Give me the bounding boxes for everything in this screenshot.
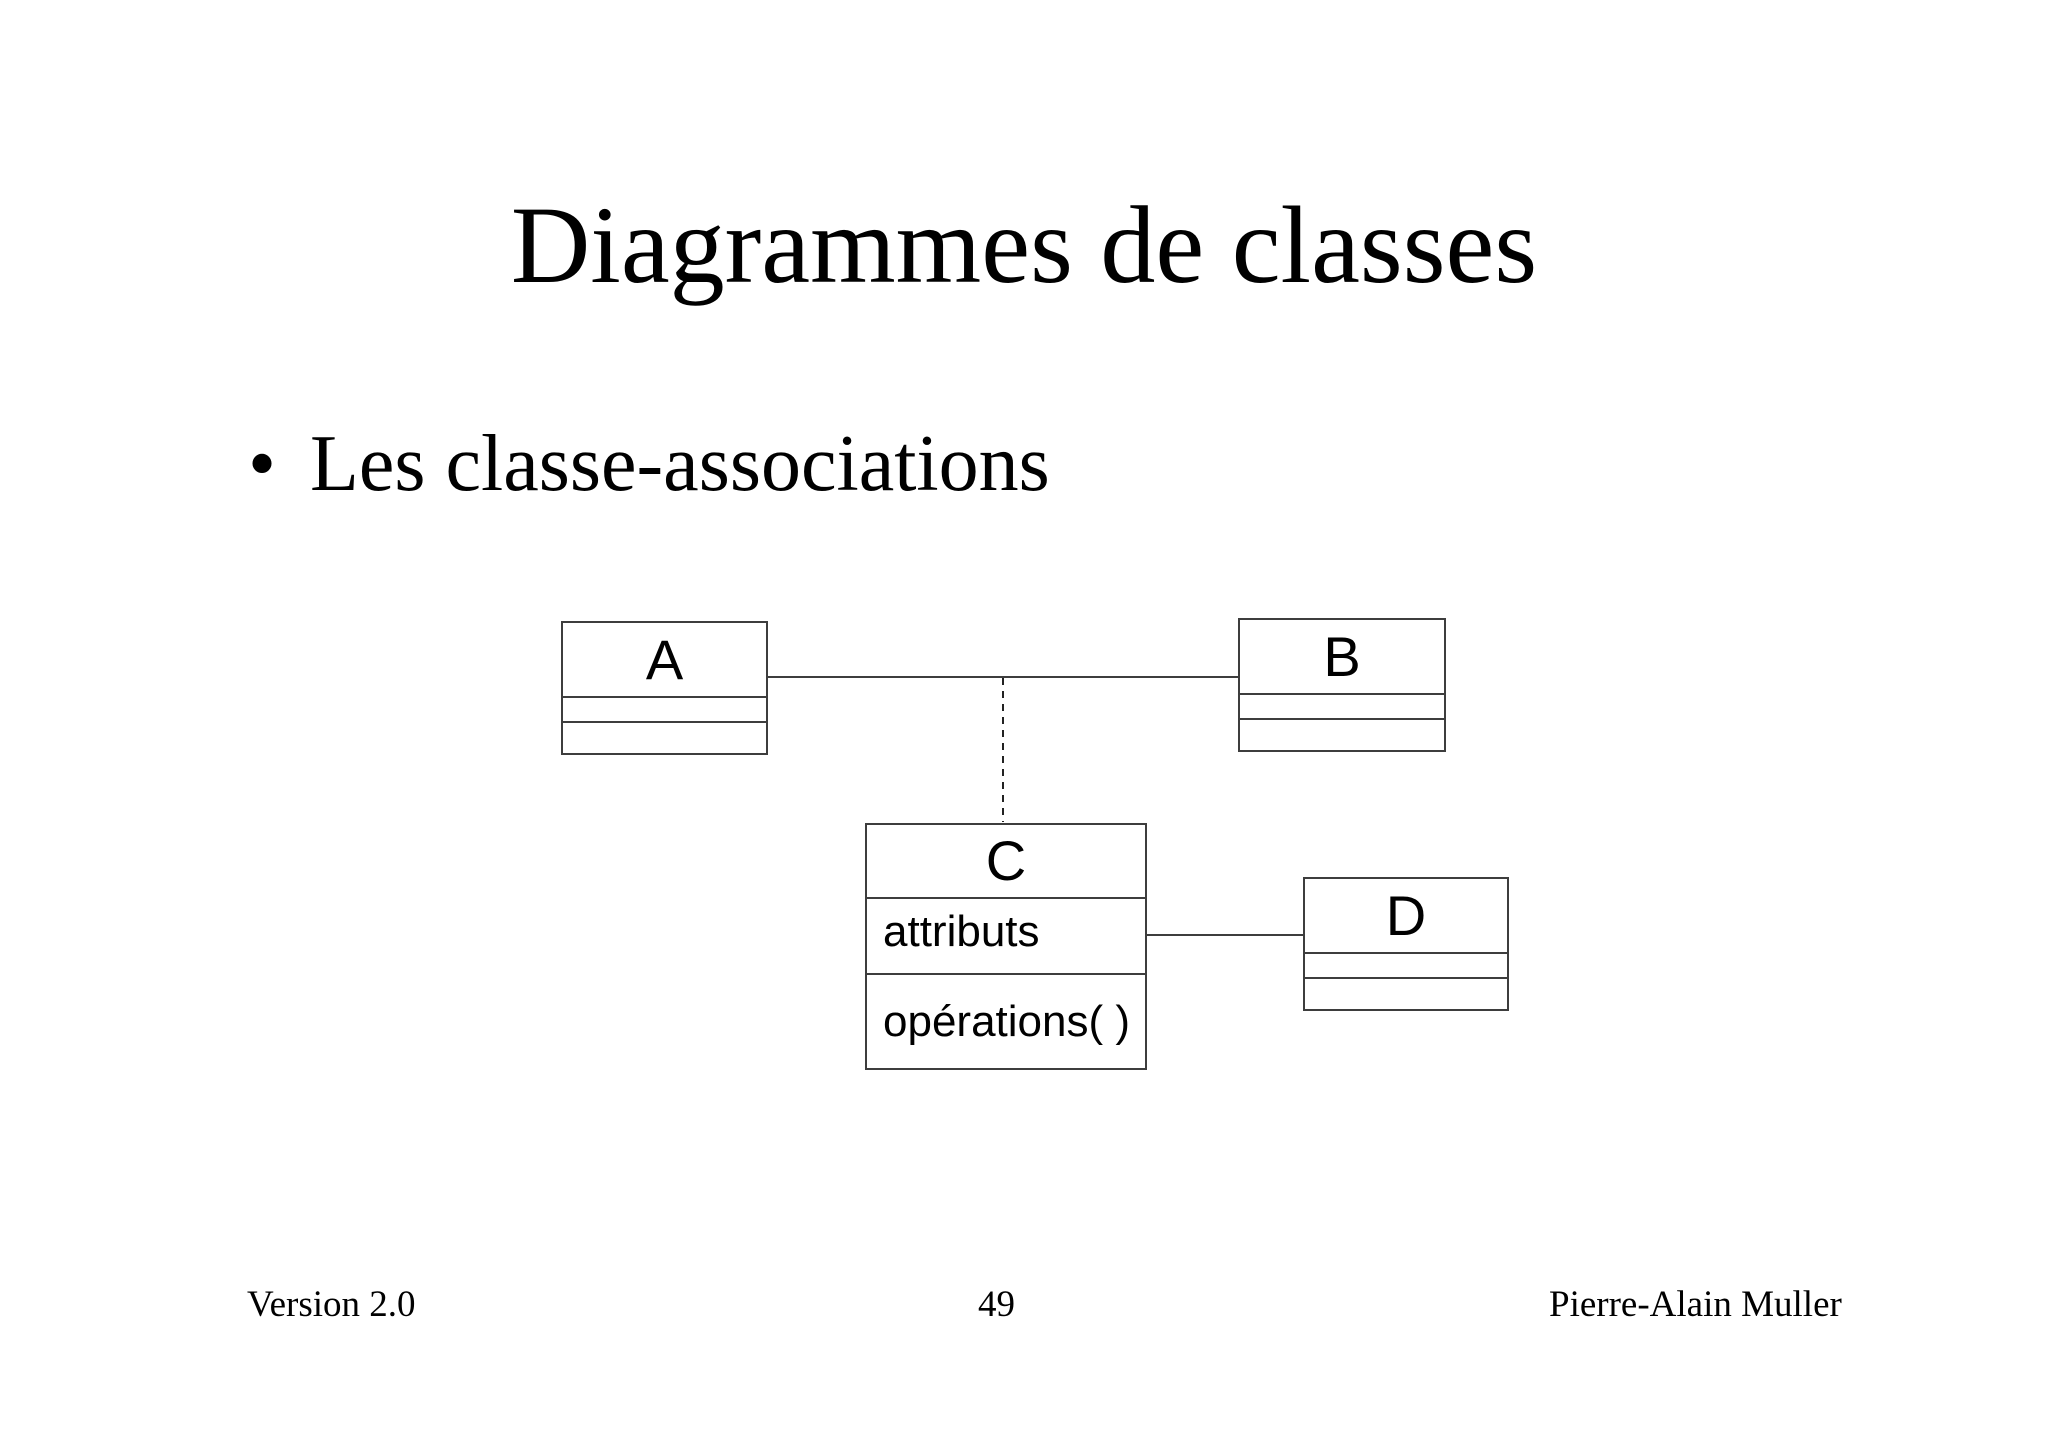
footer-page-number: 49 bbox=[978, 1284, 1015, 1325]
uml-class-d-name: D bbox=[1385, 883, 1427, 947]
uml-class-a-name: A bbox=[645, 627, 684, 691]
uml-class-d-operations-compartment bbox=[1305, 977, 1507, 1009]
uml-class-c-attributes-label: attributs bbox=[883, 907, 1040, 956]
uml-class-a: A bbox=[561, 621, 768, 755]
uml-class-c-attributes-compartment: attributs bbox=[867, 897, 1145, 973]
bullet-text: Les classe-associations bbox=[310, 420, 1050, 508]
bullet-marker: • bbox=[248, 420, 277, 508]
uml-class-d-attributes-compartment bbox=[1305, 952, 1507, 977]
footer-version: Version 2.0 bbox=[247, 1284, 416, 1325]
slide-title: Diagrammes de classes bbox=[510, 184, 1538, 306]
uml-class-c-name: C bbox=[985, 829, 1027, 892]
footer-author: Pierre-Alain Muller bbox=[1549, 1284, 1842, 1325]
uml-class-c: C attributs opérations( ) bbox=[865, 823, 1147, 1070]
uml-class-b-operations-compartment bbox=[1240, 718, 1444, 750]
uml-class-d: D bbox=[1303, 877, 1509, 1011]
uml-class-a-attributes-compartment bbox=[563, 696, 766, 721]
uml-class-b-attributes-compartment bbox=[1240, 693, 1444, 718]
uml-class-c-operations-label: opérations( ) bbox=[883, 996, 1131, 1046]
uml-class-c-operations-compartment: opérations( ) bbox=[867, 973, 1145, 1068]
uml-class-a-operations-compartment bbox=[563, 721, 766, 753]
uml-class-b-name: B bbox=[1323, 624, 1361, 688]
bullet-item: • Les classe-associations bbox=[248, 424, 1050, 504]
uml-class-b: B bbox=[1238, 618, 1446, 752]
